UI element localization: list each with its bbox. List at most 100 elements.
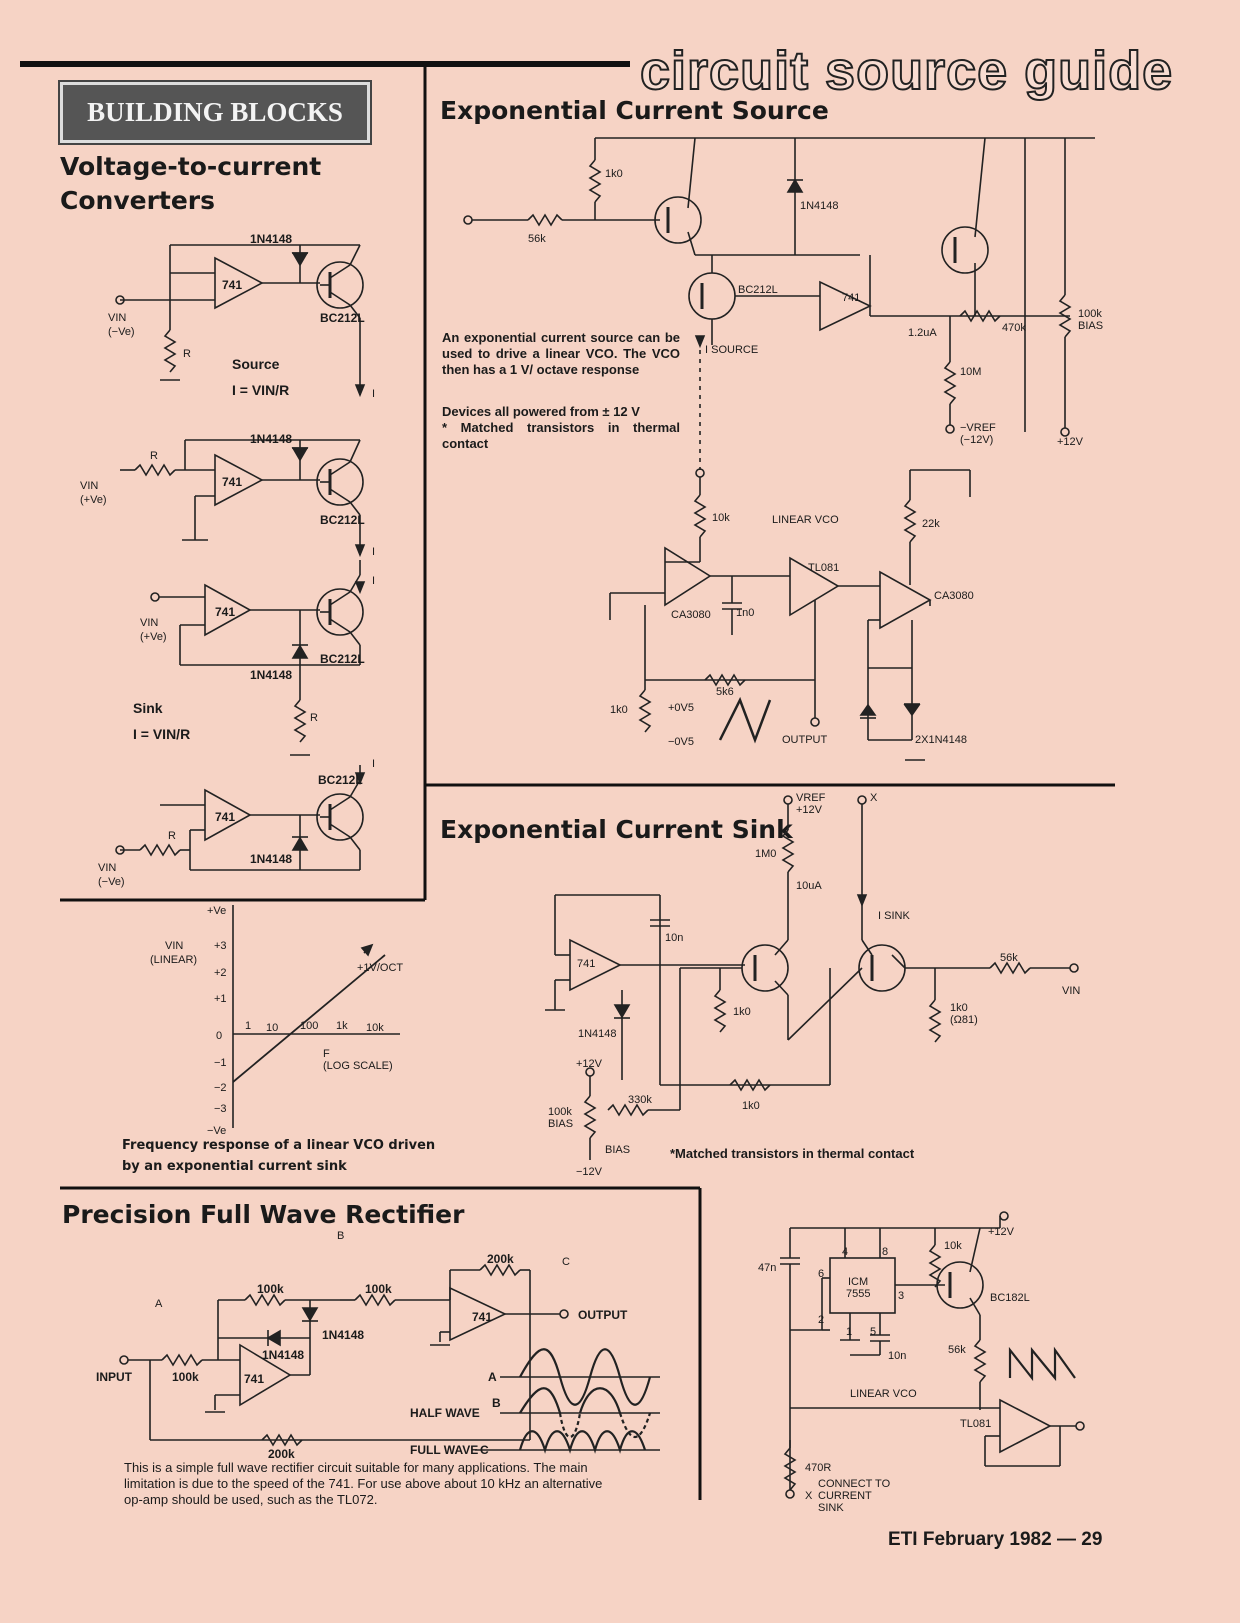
- graph-xname1: F: [323, 1048, 330, 1060]
- v2i-transistor-label-1: BC212L: [320, 311, 365, 325]
- vco-p12: +12V: [988, 1226, 1014, 1238]
- page-header-title: circuit source guide: [639, 40, 1174, 102]
- vco-56k: 56k: [948, 1344, 966, 1356]
- exp-sink-schematic: [545, 795, 1079, 1160]
- vco-connect2: CURRENT: [818, 1490, 872, 1502]
- vco-pin3: 3: [898, 1290, 905, 1302]
- rect-wave-a: A: [488, 1370, 497, 1384]
- v2i-pos-ve-3: (+Ve): [140, 631, 167, 643]
- graph-ytick: −3: [214, 1103, 227, 1115]
- vco-47n: 47n: [758, 1262, 777, 1274]
- sink-vref: VREF: [796, 792, 826, 804]
- es-p12v: +12V: [1057, 436, 1083, 448]
- es-56k: 56k: [528, 233, 546, 245]
- es-ca3080-1: CA3080: [671, 609, 711, 621]
- graph-caption2: by an exponential current sink: [122, 1159, 347, 1174]
- vco-pin1: 1: [846, 1326, 853, 1338]
- v2i-title-line1: Voltage-to-current: [60, 152, 322, 181]
- sink-p12: +12V: [576, 1058, 602, 1070]
- sink-1k0-b: 1k0: [950, 1002, 968, 1014]
- v2i-vin-3: VIN: [140, 617, 159, 629]
- es-1k: 1k0: [605, 168, 623, 180]
- vco-ic2: 7555: [846, 1288, 871, 1300]
- rect-200k-b: 200k: [268, 1447, 295, 1461]
- es-diode: 1N4148: [800, 200, 839, 212]
- v2i-diode-label-1: 1N4148: [250, 232, 293, 246]
- v2i-pos-ve-2: (+Ve): [80, 494, 107, 506]
- v2i-vin-4: VIN: [98, 862, 117, 874]
- graph-xtick: 10k: [366, 1022, 384, 1034]
- exp-source-title: Exponential Current Source: [440, 96, 829, 125]
- v2i-vin-2: VIN: [80, 480, 99, 492]
- graph-xtick: 100: [300, 1020, 319, 1032]
- es-i-source: I SOURCE: [705, 344, 759, 356]
- v2i-diode-label-4: 1N4148: [250, 852, 293, 866]
- sink-1n4148: 1N4148: [578, 1028, 617, 1040]
- v2i-r-label-4: R: [168, 830, 176, 842]
- es-22k: 22k: [922, 518, 940, 530]
- graph-yname2: (LINEAR): [150, 954, 198, 966]
- es-linear-vco: LINEAR VCO: [772, 514, 839, 526]
- graph-xtick: 1k: [336, 1020, 348, 1032]
- v2i-title-line2: Converters: [60, 186, 216, 215]
- rect-100k-b: 100k: [365, 1282, 392, 1296]
- vco-bc182l: BC182L: [990, 1292, 1030, 1304]
- graph-annotation: +1V/OCT: [357, 962, 404, 974]
- es-100k: 100k: [1078, 308, 1102, 320]
- v2i-i-label-3: I: [372, 575, 376, 587]
- rect-input: INPUT: [96, 1370, 132, 1384]
- sink-vin: VIN: [1062, 985, 1081, 997]
- es-vref-val: (−12V): [960, 434, 994, 446]
- exp-source-schematic: [463, 137, 1095, 761]
- v2i-sink-label: Sink: [133, 700, 163, 716]
- sink-i-sink: I SINK: [878, 910, 910, 922]
- graph-xtick: 10: [266, 1022, 279, 1034]
- rect-b: B: [337, 1230, 345, 1242]
- es-m0v5: −0V5: [668, 736, 694, 748]
- vco-x: X: [805, 1490, 813, 1502]
- v2i-r-label-1: R: [183, 348, 191, 360]
- rect-100k-a: 100k: [257, 1282, 284, 1296]
- es-output: OUTPUT: [782, 734, 828, 746]
- v2i-transistor-label-2: BC212L: [320, 513, 365, 527]
- sink-vref-val: +12V: [796, 804, 822, 816]
- rect-a: A: [155, 1298, 163, 1310]
- es-2x1n4148: 2X1N4148: [915, 734, 967, 746]
- vco-pin5: 5: [870, 1326, 877, 1338]
- freq-graph: [232, 905, 400, 1128]
- vco-connect1: CONNECT TO: [818, 1478, 891, 1490]
- v2i-schematics: [115, 244, 366, 871]
- v2i-transistor-label-3: BC212L: [320, 652, 365, 666]
- v2i-diode-label-2: 1N4148: [250, 432, 293, 446]
- section-badge: BUILDING BLOCKS: [60, 82, 370, 143]
- exp-sink-title: Exponential Current Sink: [440, 815, 793, 844]
- rectifier-title: Precision Full Wave Rectifier: [62, 1200, 465, 1229]
- vco-tl081: TL081: [960, 1418, 992, 1430]
- vco-schematic: [780, 1211, 1085, 1499]
- graph-ytick: −2: [214, 1082, 227, 1094]
- rect-100k-c: 100k: [172, 1370, 199, 1384]
- v2i-source-formula: I = VIN/R: [232, 382, 290, 398]
- v2i-vin-1: VIN: [108, 312, 127, 324]
- es-10k: 10k: [712, 512, 730, 524]
- es-5k6: 5k6: [716, 686, 734, 698]
- rect-opamp-a: 741: [472, 1310, 493, 1324]
- sink-10n: 10n: [665, 932, 684, 944]
- es-opamp: 741: [842, 292, 861, 304]
- graph-yname1: VIN: [165, 940, 184, 952]
- sink-m12: −12V: [576, 1166, 602, 1178]
- rect-1n4148-a: 1N4148: [322, 1328, 365, 1342]
- graph-ytick: 0: [216, 1030, 223, 1042]
- graph-ytick: +3: [214, 940, 227, 952]
- page-footer: ETI February 1982 — 29: [888, 1529, 1103, 1550]
- sink-note: *Matched transistors in thermal contact: [670, 1146, 915, 1161]
- exp-source-description: An exponential current source can be use…: [442, 330, 680, 377]
- graph-ytick: +2: [214, 967, 227, 979]
- v2i-opamp-label-4: 741: [215, 810, 236, 824]
- sink-x: X: [870, 792, 878, 804]
- sink-10ua: 10uA: [796, 880, 822, 892]
- es-tl081: TL081: [808, 562, 840, 574]
- graph-ytick: −1: [214, 1057, 227, 1069]
- sink-bias2: BIAS: [605, 1144, 631, 1156]
- sink-1m0: 1M0: [755, 848, 777, 860]
